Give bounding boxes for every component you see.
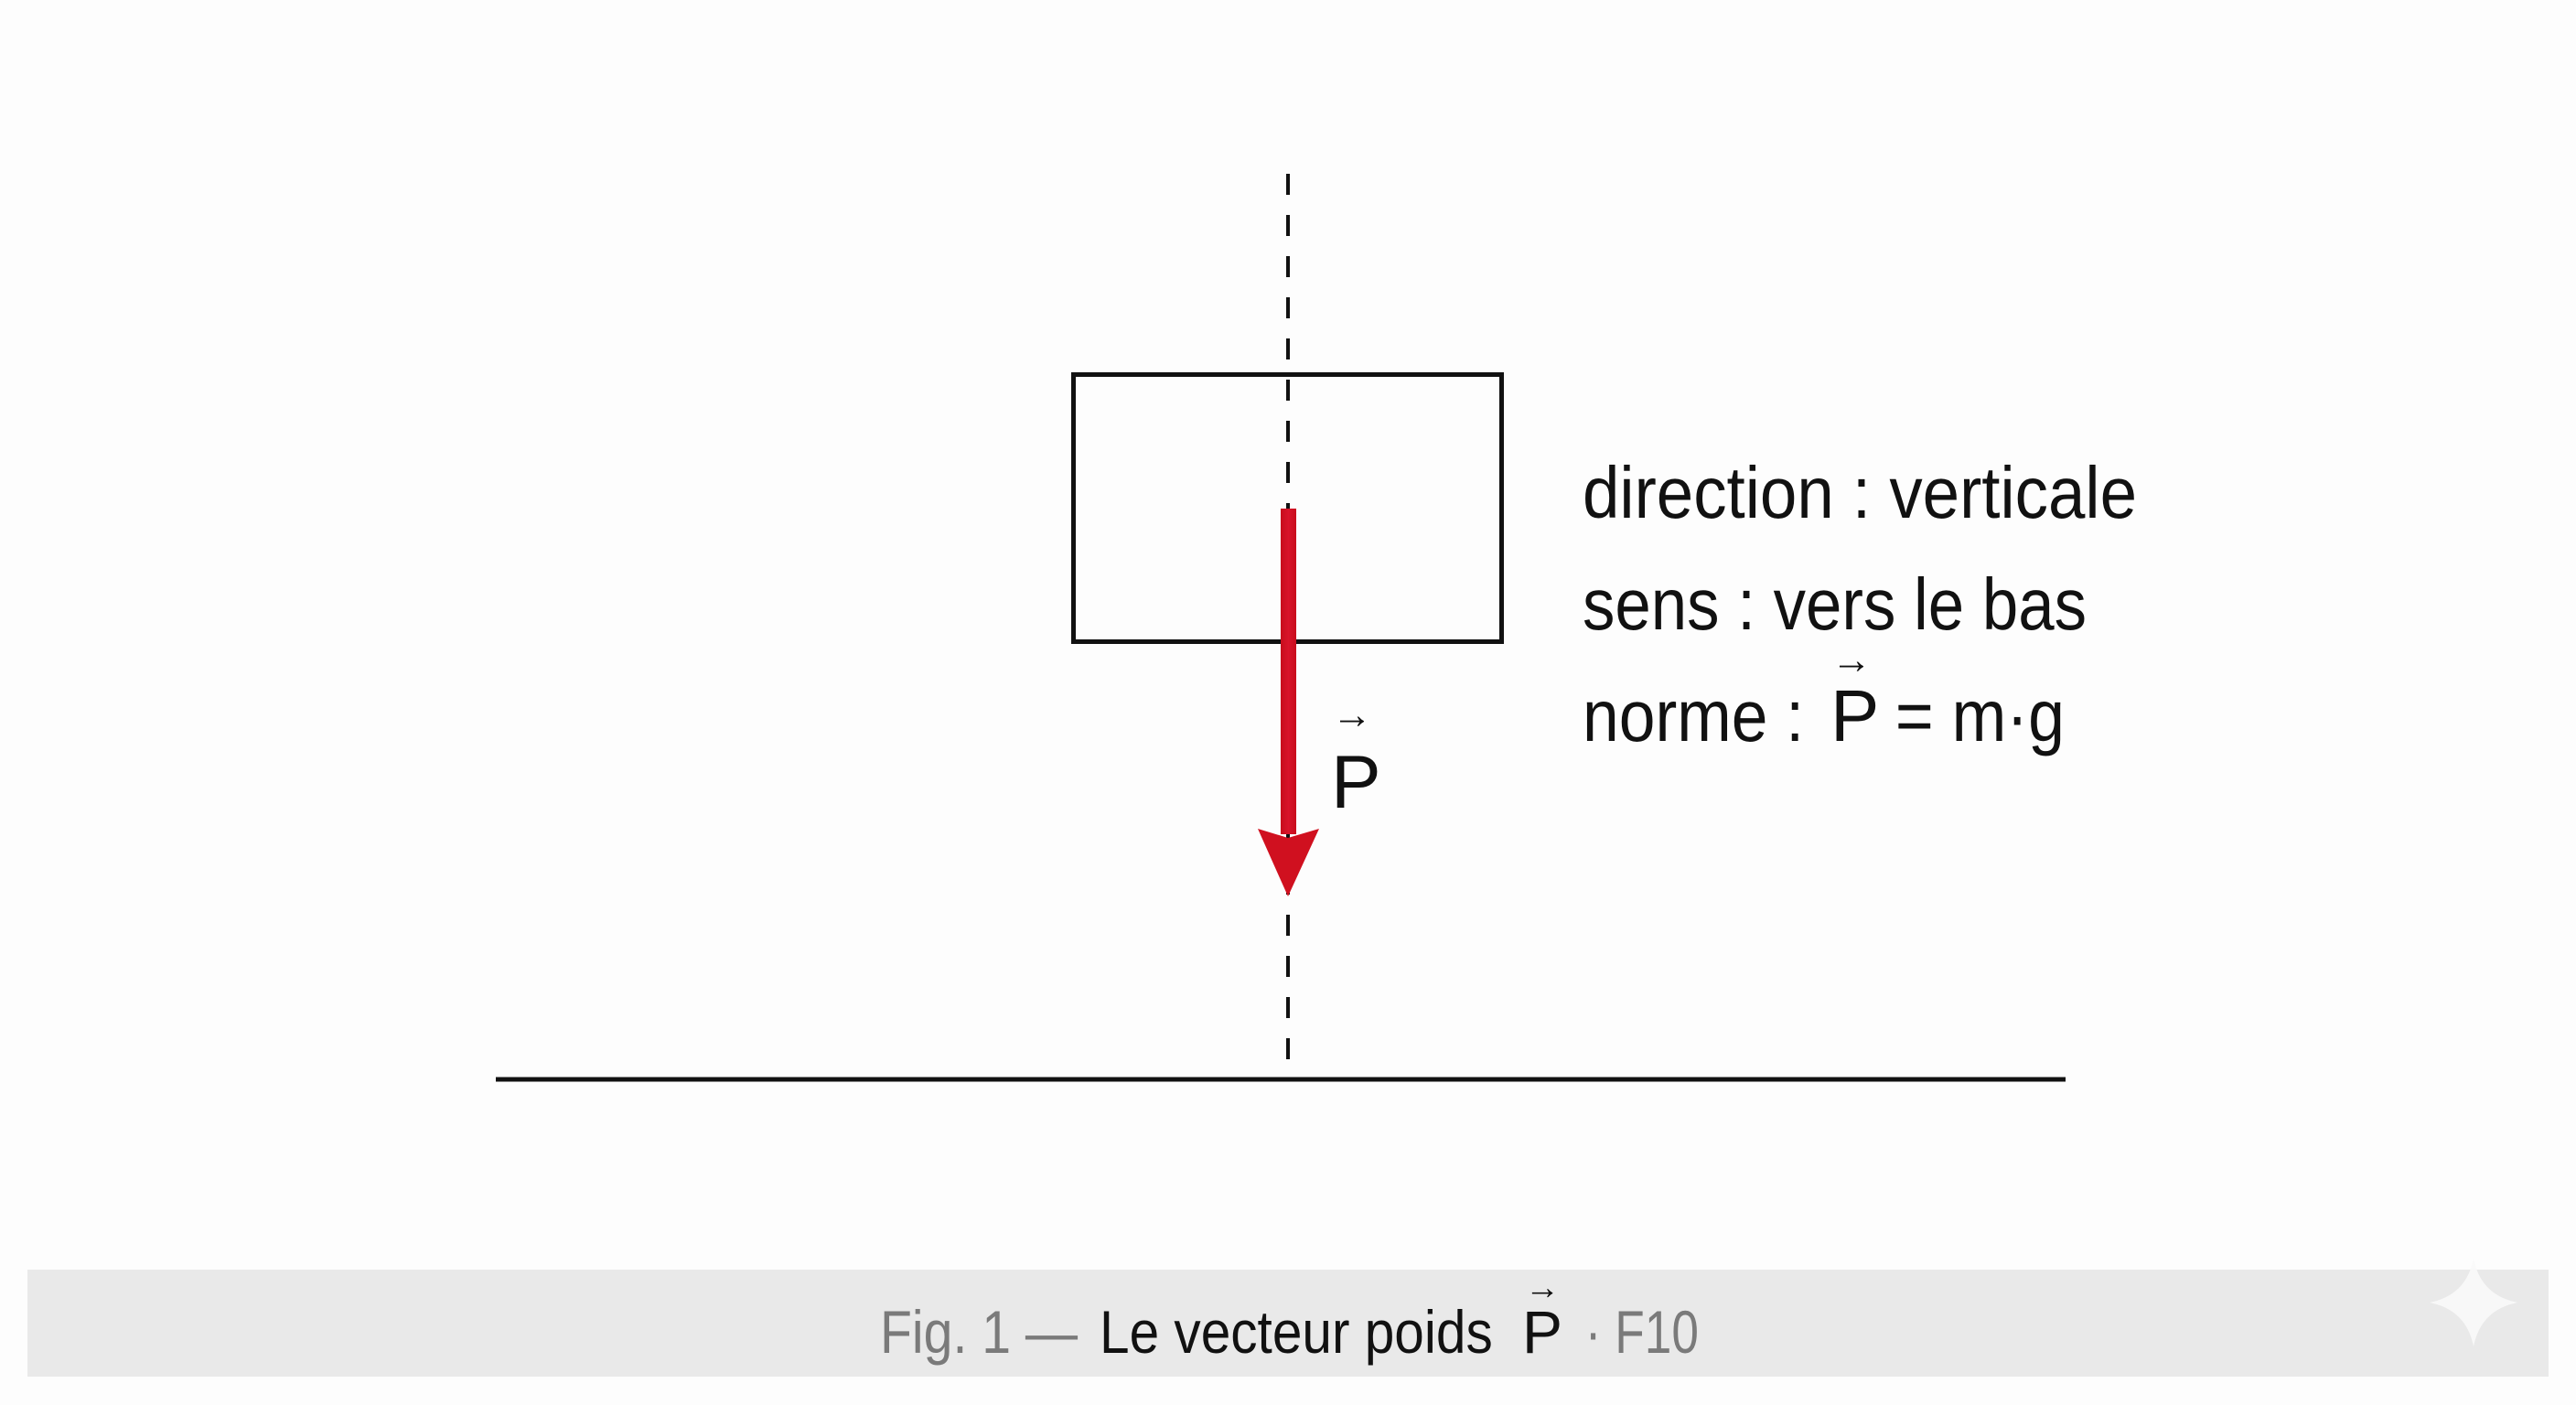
weight-vector-shaft — [1281, 509, 1296, 834]
property-separator: : — [1767, 675, 1822, 756]
property-sens-value: vers le bas — [1774, 563, 2087, 645]
weight-vector-arrowhead — [1258, 829, 1319, 896]
property-sens-label: sens — [1583, 563, 1720, 645]
vector-arrow-symbol: → — [1831, 638, 1872, 682]
property-norme-label-group: norme : — [1583, 675, 1822, 756]
vector-arrow-symbol: → — [1332, 692, 1372, 737]
property-direction-label: direction — [1583, 452, 1834, 533]
property-norme-formula: = m·g — [1877, 675, 2065, 756]
figure-caption: Fig. 1 — Le vecteur poids → P · F10 — [880, 1269, 1699, 1366]
weight-vector-arrow — [1258, 509, 1319, 896]
property-direction: direction : verticale — [1583, 452, 2137, 533]
property-separator: : — [1834, 452, 1890, 533]
property-sens: sens : vers le bas — [1583, 563, 2087, 645]
property-direction-value: verticale — [1889, 452, 2137, 533]
caption-vector-p: P — [1522, 1298, 1562, 1366]
vector-letter-p: P — [1331, 741, 1381, 824]
caption-prefix: Fig. 1 — — [880, 1298, 1092, 1366]
property-norme-label: norme — [1583, 675, 1767, 756]
sparkle-icon — [2430, 1259, 2517, 1346]
property-separator: : — [1720, 563, 1774, 645]
caption-suffix: · F10 — [1572, 1298, 1699, 1366]
caption-title: Le vecteur poids — [1100, 1298, 1508, 1366]
property-norme-vector: P — [1830, 675, 1879, 756]
caption-bar — [27, 1270, 2549, 1377]
weight-vector-label: → P — [1331, 692, 1381, 824]
vector-arrow-symbol: → — [1525, 1269, 1560, 1307]
vector-properties: direction : verticale sens : vers le bas… — [1583, 452, 2137, 756]
